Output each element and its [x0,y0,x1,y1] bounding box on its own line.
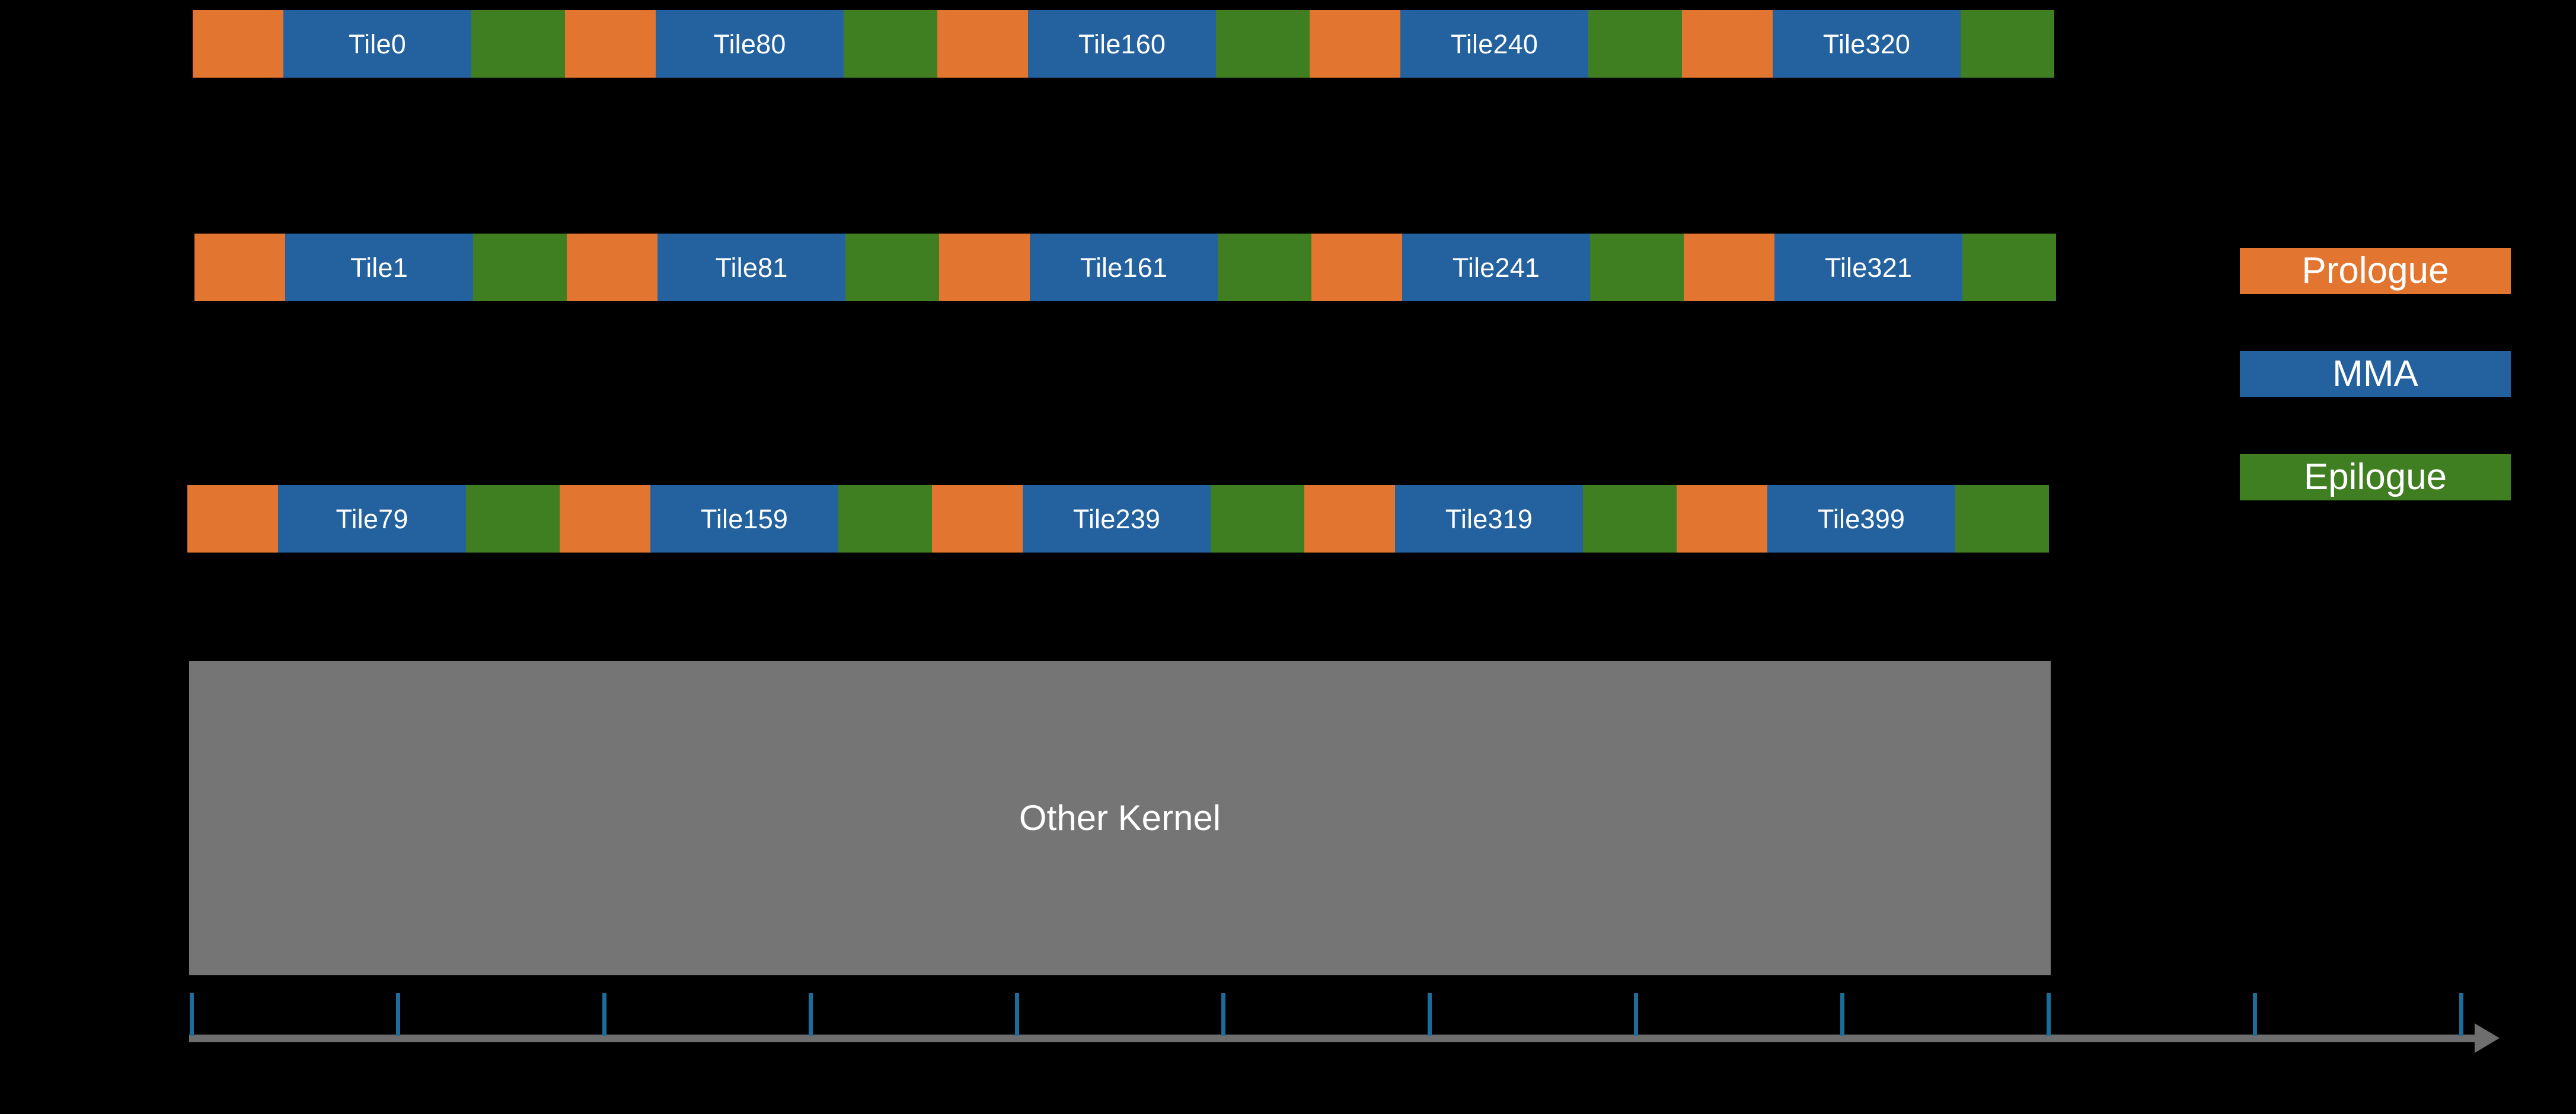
tile-label: Tile399 [1817,503,1905,534]
segment-mma[interactable]: Tile321 [1774,234,1962,301]
segment-mma[interactable]: Tile160 [1028,10,1216,78]
segment-mma[interactable]: Tile159 [650,485,838,553]
segment-mma[interactable]: Tile320 [1773,10,1961,78]
tile-label: Tile239 [1072,503,1161,534]
axis-tick [1221,993,1225,1036]
segment-epilogue[interactable] [1590,234,1684,301]
tile-label: Tile1 [350,252,408,283]
tile-label: Tile161 [1080,252,1168,283]
tile-label: Tile81 [715,252,788,283]
segment-prologue[interactable] [1310,10,1400,78]
segment-epilogue[interactable] [845,234,939,301]
tile-row-2: Tile79 Tile159 Tile239 Tile319 Tile399 [187,485,2049,553]
tile-label: Tile241 [1452,252,1540,283]
legend-item-mma[interactable]: MMA [2240,351,2511,397]
other-kernel-bar[interactable]: Other Kernel [189,661,2051,975]
segment-epilogue[interactable] [838,485,932,553]
tile-row-0: Tile0 Tile80 Tile160 Tile240 Tile320 [193,10,2054,78]
segment-prologue[interactable] [1682,10,1773,78]
tile-label: Tile79 [336,503,408,534]
segment-mma[interactable]: Tile0 [283,10,471,78]
tile-label: Tile80 [713,28,786,59]
segment-epilogue[interactable] [1583,485,1677,553]
tile-label: Tile319 [1445,503,1533,534]
segment-prologue[interactable] [1684,234,1774,301]
segment-mma[interactable]: Tile1 [285,234,473,301]
segment-mma[interactable]: Tile81 [657,234,845,301]
axis-tick [1634,993,1638,1036]
segment-prologue[interactable] [193,10,283,78]
legend-item-label: Prologue [2302,250,2449,291]
segment-mma[interactable]: Tile399 [1767,485,1955,553]
segment-mma[interactable]: Tile80 [656,10,844,78]
segment-epilogue[interactable] [844,10,937,78]
axis-tick [2253,993,2257,1036]
axis-tick [1015,993,1019,1036]
tile-label: Tile159 [700,503,789,534]
axis-tick [602,993,607,1036]
segment-prologue[interactable] [1311,234,1402,301]
segment-prologue[interactable] [194,234,285,301]
tile-label: Tile0 [349,28,406,59]
segment-epilogue[interactable] [471,10,565,78]
legend-item-epilogue[interactable]: Epilogue [2240,454,2511,500]
legend-item-label: MMA [2332,353,2418,394]
tile-label: Tile240 [1450,28,1538,59]
segment-epilogue[interactable] [1588,10,1682,78]
segment-prologue[interactable] [567,234,657,301]
segment-mma[interactable]: Tile79 [278,485,466,553]
axis-tick [2459,993,2463,1036]
segment-mma[interactable]: Tile241 [1402,234,1590,301]
segment-epilogue[interactable] [1218,234,1311,301]
tile-label: Tile160 [1078,28,1166,59]
axis-arrow-icon [2475,1023,2500,1053]
segment-epilogue[interactable] [466,485,560,553]
axis-tick [396,993,400,1036]
segment-prologue[interactable] [932,485,1023,553]
segment-prologue[interactable] [1677,485,1767,553]
segment-epilogue[interactable] [1211,485,1304,553]
segment-prologue[interactable] [937,10,1028,78]
segment-epilogue[interactable] [1961,10,2054,78]
segment-prologue[interactable] [560,485,650,553]
legend-item-prologue[interactable]: Prologue [2240,248,2511,294]
segment-prologue[interactable] [565,10,656,78]
tile-label: Tile321 [1824,252,1913,283]
segment-epilogue[interactable] [1962,234,2056,301]
segment-mma[interactable]: Tile319 [1395,485,1583,553]
legend-item-label: Epilogue [2303,457,2447,497]
segment-mma[interactable]: Tile240 [1400,10,1588,78]
segment-prologue[interactable] [1304,485,1395,553]
other-kernel-label: Other Kernel [1019,798,1221,838]
segment-mma[interactable]: Tile239 [1023,485,1211,553]
axis-line [189,1035,2475,1042]
tile-row-1: Tile1 Tile81 Tile161 Tile241 Tile321 [194,234,2056,301]
segment-mma[interactable]: Tile161 [1030,234,1218,301]
segment-epilogue[interactable] [1955,485,2049,553]
segment-epilogue[interactable] [1216,10,1310,78]
segment-prologue[interactable] [939,234,1030,301]
segment-epilogue[interactable] [473,234,567,301]
axis-tick [2047,993,2051,1036]
axis-tick [809,993,813,1036]
tile-label: Tile320 [1822,28,1911,59]
segment-prologue[interactable] [187,485,278,553]
axis-tick [1428,993,1432,1036]
axis-tick [1840,993,1844,1036]
axis-tick [190,993,194,1036]
